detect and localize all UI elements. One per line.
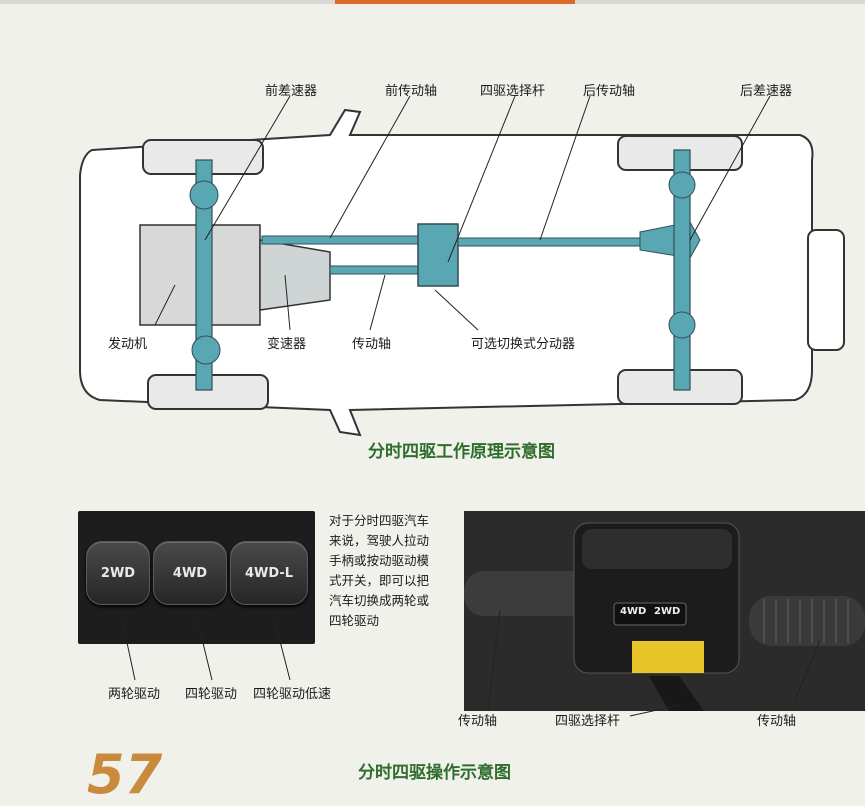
label-rear-shaft: 后传动轴: [583, 84, 636, 99]
page-number: 57: [87, 743, 163, 806]
description-line: 手柄或按动驱动模: [329, 553, 430, 568]
label-photo-selector: 四驱选择杆: [555, 714, 621, 729]
label-four-wheel-low: 四轮驱动低速: [253, 687, 332, 702]
label-four-wheel: 四轮驱动: [185, 687, 238, 702]
gearbox: [259, 239, 331, 311]
description-text: 对于分时四驱汽车 来说，驾驶人拉动 手柄或按动驱动模 式开关，即可以把 汽车切换…: [329, 511, 464, 631]
label-photo-left-shaft: 传动轴: [458, 714, 498, 729]
label-rear-diff: 后差速器: [740, 84, 793, 99]
description-line: 式开关，即可以把: [329, 573, 430, 588]
front-axle: [195, 159, 213, 391]
label-front-diff: 前差速器: [265, 84, 318, 99]
drivetrain-diagram: [79, 95, 845, 437]
description-line: 对于分时四驱汽车: [329, 513, 430, 528]
handlebar-illustration: [464, 511, 865, 711]
button-2wd[interactable]: 2WD: [86, 541, 150, 605]
label-front-shaft: 前传动轴: [385, 84, 438, 99]
label-drive-shaft: 传动轴: [352, 337, 392, 352]
label-gearbox: 变速器: [267, 337, 307, 352]
switch-2wd-text: 2WD: [654, 606, 681, 617]
label-selector-lever: 四驱选择杆: [480, 84, 546, 99]
top-accent-bar: [335, 0, 575, 4]
button-4wd-l[interactable]: 4WD-L: [230, 541, 308, 605]
button-4wd[interactable]: 4WD: [153, 541, 227, 605]
label-engine: 发动机: [108, 337, 148, 352]
label-transfer-case: 可选切换式分动器: [471, 337, 576, 352]
description-line: 汽车切换成两轮或: [329, 593, 430, 608]
label-two-wheel: 两轮驱动: [108, 687, 161, 702]
switch-leader-lines: [119, 609, 291, 681]
switch-4wd-text: 4WD: [620, 606, 647, 617]
photo-leader-lines: [629, 704, 681, 717]
handlebar-photo: 4WD 2WD: [464, 511, 865, 711]
rear-bumper: [807, 229, 845, 351]
description-line: 四轮驱动: [329, 613, 380, 628]
description-line: 来说，驾驶人拉动: [329, 533, 430, 548]
diagram-title-top: 分时四驱工作原理示意图: [368, 442, 555, 462]
label-photo-right-shaft: 传动轴: [757, 714, 797, 729]
leader-lines: [154, 95, 771, 331]
diagram-title-bottom: 分时四驱操作示意图: [358, 763, 511, 783]
